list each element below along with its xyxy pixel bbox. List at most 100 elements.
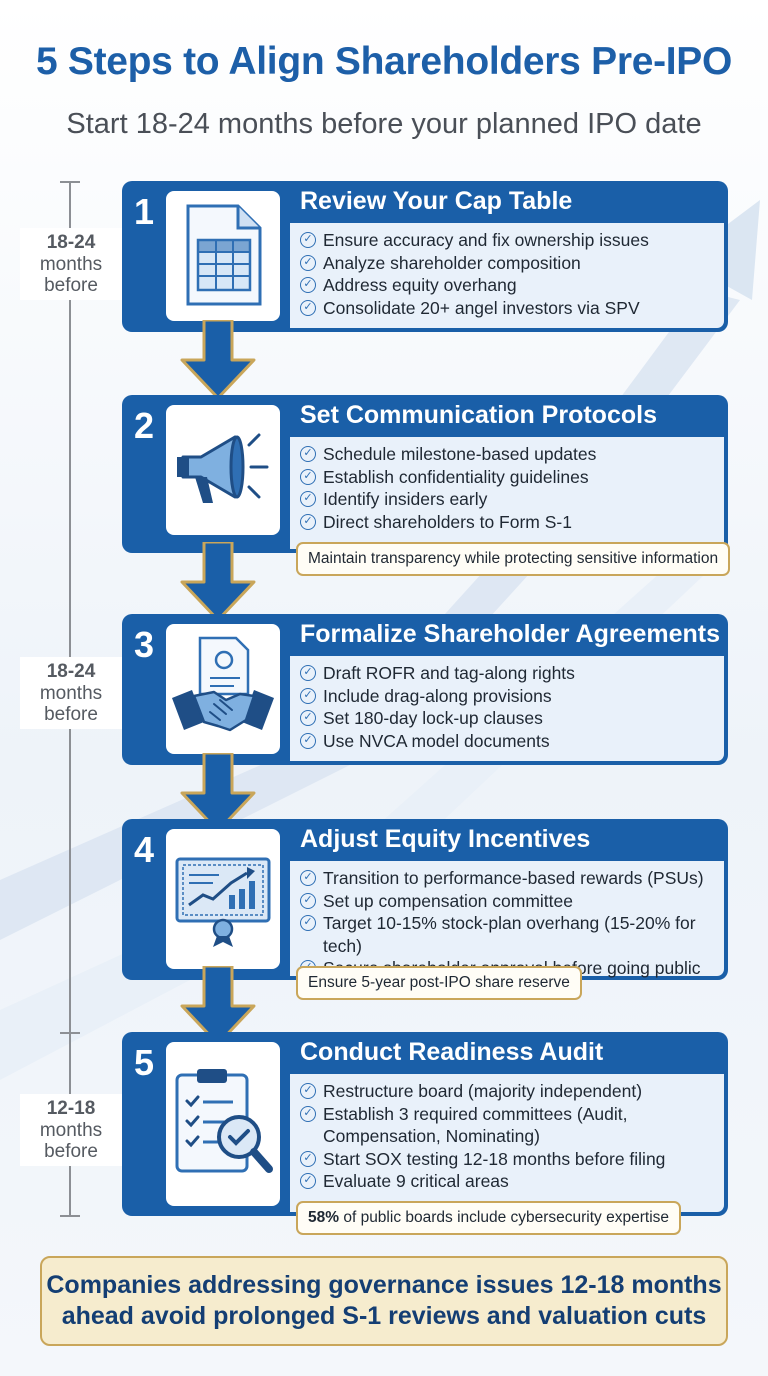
page-subtitle: Start 18-24 months before your planned I… <box>66 108 702 140</box>
timeline-suffix: before <box>44 704 98 725</box>
checklist-item: ✓ Start SOX testing 12-18 months before f… <box>300 1148 724 1171</box>
checklist-text: Direct shareholders to Form S-1 <box>323 511 572 532</box>
step-image <box>166 405 280 535</box>
checklist-text: Ensure accuracy and fix ownership issues <box>323 230 649 250</box>
check-circle-icon: ✓ <box>300 1150 316 1167</box>
check-circle-icon: ✓ <box>300 254 316 271</box>
footer-banner: Companies addressing governance issues 1… <box>40 1256 728 1346</box>
timeline-range: 18-24 <box>46 232 96 253</box>
checklist-text: Restructure board (majority independent) <box>323 1081 643 1101</box>
step-number: 3 <box>134 624 155 665</box>
step-image <box>166 829 280 969</box>
checklist-text: Transition to performance-based rewards … <box>323 868 704 888</box>
checklist-item: ✓ Identify insiders early <box>300 488 724 511</box>
step-callout: 58% of public boards include cybersecuri… <box>296 1201 682 1235</box>
step-checklist: ✓ Schedule milestone-based updates ✓ Estab… <box>290 437 724 533</box>
checklist-text: Schedule milestone-based updates <box>323 444 597 464</box>
checklist-text: Establish 3 required committees (Audit, … <box>323 1103 628 1147</box>
timeline-unit: months <box>39 254 103 275</box>
step-title: Review Your Cap Table <box>300 187 573 215</box>
timeline-label: 18-24 months before <box>20 228 122 300</box>
check-circle-icon: ✓ <box>300 277 316 293</box>
checklist-item: ✓ Set up compensation committee <box>300 890 724 913</box>
step-body: ✓ Transition to performance-based rewards… <box>290 861 724 978</box>
timeline-tick <box>60 1032 80 1034</box>
checklist-item: ✓ Restructure board (majority independent… <box>300 1080 724 1103</box>
step-image <box>166 191 280 321</box>
check-circle-icon: ✓ <box>300 915 316 931</box>
checklist-text: Include drag-along provisions <box>323 685 552 706</box>
step-checklist: ✓ Draft ROFR and tag-along rights ✓ Includ… <box>290 656 724 752</box>
timeline-suffix: before <box>44 275 98 296</box>
timeline-suffix: before <box>44 1141 98 1162</box>
callout-stat: 58% <box>308 1209 340 1226</box>
check-circle-icon: ✓ <box>300 446 316 462</box>
checklist-item: ✓ Analyze shareholder composition <box>300 252 724 275</box>
page-title: 5 Steps to Align Shareholders Pre-IPO <box>35 40 733 83</box>
down-arrow-icon <box>180 753 256 833</box>
timeline-tick <box>60 1215 80 1217</box>
checklist-item: ✓Target 10-15% stock-plan overhang (15-2… <box>300 912 724 957</box>
step-title: Conduct Readiness Audit <box>300 1038 604 1066</box>
check-circle-icon: ✓ <box>300 1105 316 1122</box>
check-circle-icon: ✓ <box>300 468 316 485</box>
down-arrow-icon <box>180 542 256 622</box>
check-circle-icon: ✓ <box>300 710 316 726</box>
step-callout: Ensure 5-year post-IPO share reserve <box>296 966 582 1000</box>
footer-line: ahead avoid prolonged S-1 reviews and va… <box>61 1302 707 1330</box>
step-card-5: 5 Conduct Readiness Audit ✓Restructure b… <box>122 1032 728 1216</box>
checklist-text: Establish confidentiality guidelines <box>323 466 589 487</box>
step-card-1: 1 Review Your Cap Table ✓ Ensure accuracy… <box>122 181 728 332</box>
check-circle-icon: ✓ <box>300 232 316 248</box>
checklist-text: Consolidate 20+ angel investors via SPV <box>323 297 640 318</box>
timeline-unit: months <box>39 683 103 704</box>
checklist-item: ✓ Schedule milestone-based updates <box>300 443 724 466</box>
checklist-item: ✓ Establish confidentiality guidelines <box>300 466 724 489</box>
check-circle-icon: ✓ <box>300 892 316 909</box>
checklist-item: ✓ Set 180-day lock-up clauses <box>300 707 724 730</box>
checklist-text: Set up compensation committee <box>323 890 573 911</box>
step-body: ✓ Schedule milestone-based updates ✓ Estab… <box>290 437 724 549</box>
step-title: Set Communication Protocols <box>300 401 657 429</box>
step-title: Formalize Shareholder Agreements <box>300 620 721 648</box>
down-arrow-icon <box>180 320 256 400</box>
step-number: 2 <box>134 405 155 446</box>
step-body: ✓ Restructure board (majority independent… <box>290 1074 724 1212</box>
stock-certificate-chart-icon <box>175 857 271 947</box>
checklist-text: Draft ROFR and tag-along rights <box>323 663 575 683</box>
checklist-text: Set 180-day lock-up clauses <box>323 708 543 728</box>
check-circle-icon: ✓ <box>300 299 316 316</box>
step-card-4: 4 Adjust Equity Incentives ✓Transition t… <box>122 819 728 980</box>
checklist-item: ✓Transition to performance-based rewards… <box>300 867 724 890</box>
timeline-range: 18-24 <box>46 661 96 682</box>
step-number: 1 <box>134 191 155 232</box>
checklist-item: ✓ Ensure accuracy and fix ownership issue… <box>300 229 724 252</box>
step-body: ✓ Draft ROFR and tag-along rights ✓ Includ… <box>290 656 724 761</box>
checklist-text: Analyze shareholder composition <box>323 252 581 273</box>
step-card-3: 3 Formalize Shareholder Agreements ✓ Draf… <box>122 614 728 765</box>
handshake-contract-icon <box>172 636 274 732</box>
timeline-range: 12-18 <box>46 1098 96 1119</box>
step-number: 4 <box>134 829 155 870</box>
check-circle-icon: ✓ <box>300 665 316 681</box>
check-circle-icon: ✓ <box>300 687 316 704</box>
step-card-2: 2 Set Communication Protocols ✓ Schedule … <box>122 395 728 553</box>
spreadsheet-document-icon <box>186 204 262 306</box>
footer-line: Companies addressing governance issues 1… <box>46 1271 722 1299</box>
megaphone-icon <box>177 433 269 503</box>
step-body: ✓ Ensure accuracy and fix ownership issue… <box>290 223 724 328</box>
checklist-text: Identify insiders early <box>323 489 488 509</box>
check-circle-icon: ✓ <box>300 491 316 507</box>
down-arrow-icon <box>180 966 256 1046</box>
checklist-text: Address equity overhang <box>323 275 517 295</box>
checklist-item: ✓ Consolidate 20+ angel investors via SPV <box>300 297 724 320</box>
checklist-item: ✓ Address equity overhang <box>300 274 724 297</box>
checklist-item: ✓Use NVCA model documents <box>300 730 724 753</box>
checklist-item: ✓Evaluate 9 critical areas <box>300 1170 724 1193</box>
step-checklist: ✓ Transition to performance-based rewards… <box>290 861 724 980</box>
checklist-text: Start SOX testing 12-18 months before fi… <box>323 1148 666 1169</box>
step-image <box>166 624 280 754</box>
timeline-tick <box>60 181 80 183</box>
callout-text: of public boards include cybersecurity e… <box>339 1209 670 1226</box>
check-circle-icon: ✓ <box>300 1083 316 1099</box>
